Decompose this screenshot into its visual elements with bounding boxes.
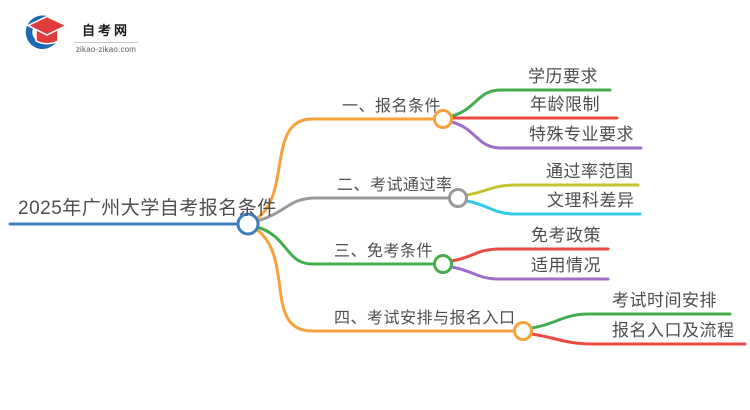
branch-2-child-2-label: 文理科差异 <box>547 191 635 210</box>
edge-branch-2-child-1 <box>465 183 640 197</box>
edge-root-branch-1 <box>254 117 436 221</box>
logo-cap-top-shape <box>26 15 68 36</box>
graduation-cap-logo-icon <box>25 15 68 49</box>
branch-3-node-circle <box>433 254 453 274</box>
edge-root-branch-4 <box>254 227 516 333</box>
branch-3-child-2-label: 适用情况 <box>531 256 601 275</box>
edge-root-branch-2 <box>255 196 451 223</box>
branch-2-label: 二、考试通过率 <box>337 177 453 194</box>
branch-1-child-3-label: 特殊专业要求 <box>529 125 634 144</box>
branch-2-child-1-label: 通过率范围 <box>546 162 634 181</box>
edge-branch-3-child-2 <box>450 265 610 281</box>
logo-title: 自考网 <box>81 23 130 38</box>
edge-branch-3-child-1 <box>450 247 610 263</box>
branch-3-child-1-label: 免考政策 <box>531 226 601 245</box>
edge-root-branch-3 <box>255 225 436 266</box>
root-node-label: 2025年广州大学自考报名条件 <box>18 198 277 219</box>
branch-2-node-circle <box>448 188 468 208</box>
logo-text-block: 自考网 zikao-zikao.com <box>73 12 139 54</box>
edge-branch-2-child-2 <box>465 199 642 216</box>
branch-1-child-2-label: 年龄限制 <box>530 95 600 114</box>
logo-divider <box>74 42 138 43</box>
branch-4-child-1-label: 考试时间安排 <box>612 291 717 310</box>
branch-3-label: 三、免考条件 <box>334 243 434 260</box>
edge-branch-4-child-1 <box>530 312 732 330</box>
edge-branch-4-child-2 <box>530 332 747 346</box>
edge-branch-1-child-3 <box>450 120 643 150</box>
branch-4-node-circle <box>513 321 533 341</box>
branch-1-node-circle <box>433 109 453 129</box>
branch-4-label: 四、考试安排与报名入口 <box>334 310 516 327</box>
logo-domain: zikao-zikao.com <box>75 45 137 54</box>
site-logo: 自考网 zikao-zikao.com <box>25 12 139 54</box>
branch-1-child-1-label: 学历要求 <box>528 67 598 86</box>
root-node-circle <box>236 212 260 236</box>
branch-1-label: 一、报名条件 <box>342 98 442 115</box>
branch-4-child-2-label: 报名入口及流程 <box>612 321 735 340</box>
edge-branch-1-child-1 <box>450 88 612 118</box>
